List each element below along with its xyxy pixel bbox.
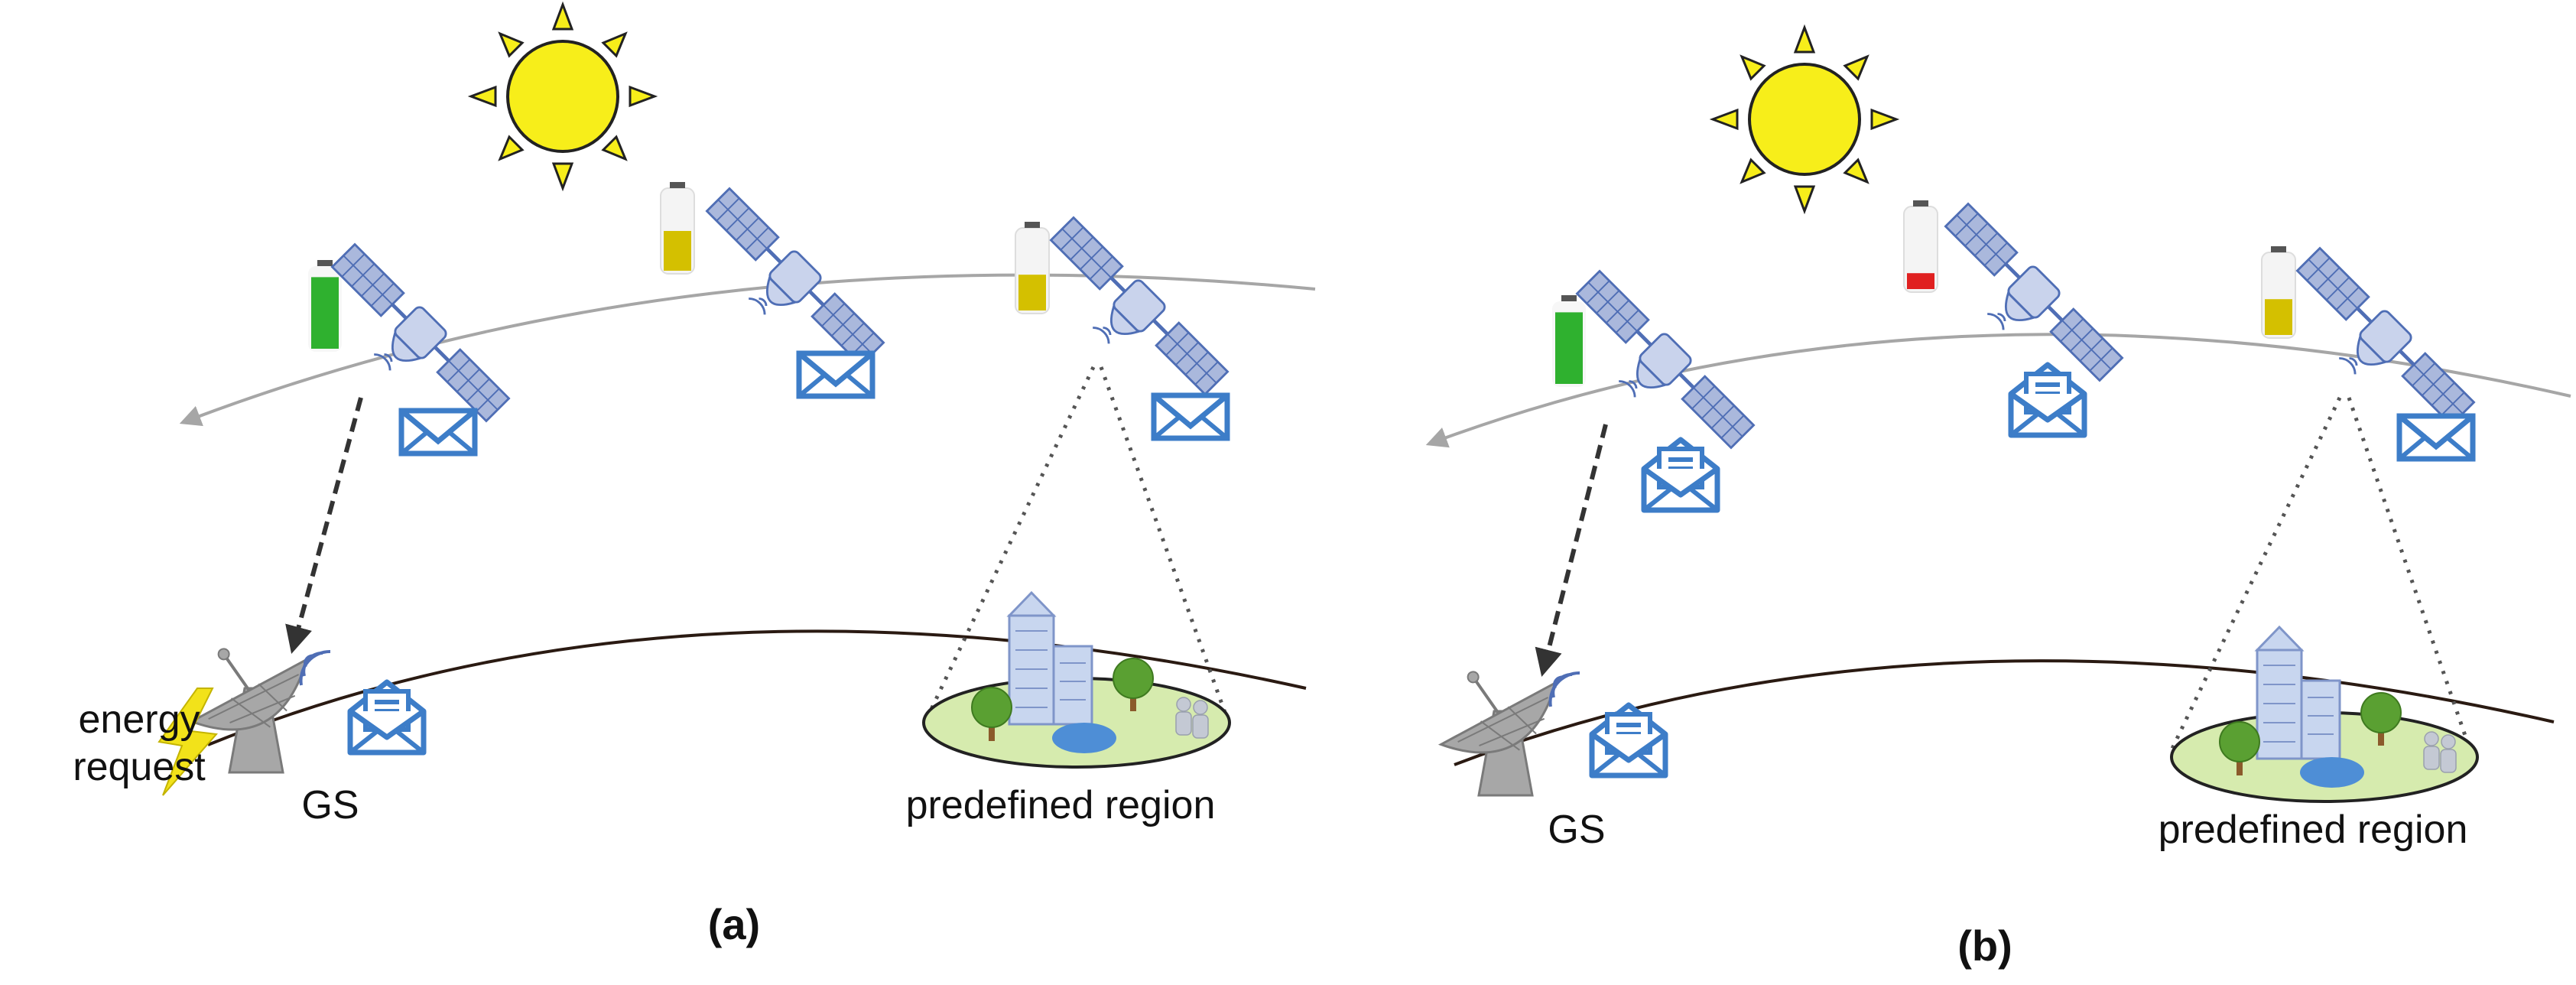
region-label: predefined region [2159, 808, 2468, 852]
satellite-icon [319, 242, 511, 434]
energy-link-arrow [285, 397, 363, 654]
earth-surface [207, 629, 1307, 746]
battery-icon [308, 260, 342, 352]
satellite-icon [1038, 216, 1230, 408]
battery-icon [1552, 295, 1586, 387]
coverage-cone [924, 366, 1230, 720]
closed-envelope-icon [1154, 395, 1227, 438]
satellite-icon [2284, 246, 2476, 438]
link-arrow [1535, 424, 1608, 677]
closed-envelope-icon [401, 411, 475, 453]
battery-icon [660, 182, 695, 275]
panel-b: GS predefined region (b) [1415, 26, 2571, 970]
gs-label: GS [301, 783, 359, 827]
battery-icon [1015, 222, 1050, 314]
signal-icon [299, 649, 331, 686]
panel-caption: (a) [708, 900, 760, 948]
gs-label: GS [1548, 808, 1605, 852]
ground-station-icon [1415, 633, 1578, 797]
energy-label: energy [79, 697, 200, 742]
sun-icon [469, 3, 656, 190]
satellite-icon [1932, 202, 2124, 394]
orbit-path [179, 273, 1316, 427]
panel-a: energy request GS predefined region (a) [73, 3, 1316, 948]
coverage-cone [2168, 396, 2474, 755]
closed-envelope-icon [2399, 416, 2473, 459]
battery-icon [1903, 200, 1938, 293]
open-envelope-icon [1644, 440, 1717, 510]
satellite-icon [1564, 269, 1756, 461]
region-label: predefined region [906, 783, 1216, 827]
sun-icon [1711, 26, 1898, 213]
battery-icon [2261, 246, 2296, 339]
closed-envelope-icon [799, 353, 872, 396]
earth-surface [1454, 659, 2555, 766]
predefined-region-icon [2170, 626, 2479, 803]
request-label: request [73, 745, 206, 789]
open-envelope-icon [2011, 365, 2084, 435]
signal-icon [1548, 671, 1580, 707]
predefined-region-icon [922, 591, 1231, 769]
satellite-icon [694, 187, 885, 379]
panel-caption: (b) [1957, 922, 2012, 970]
